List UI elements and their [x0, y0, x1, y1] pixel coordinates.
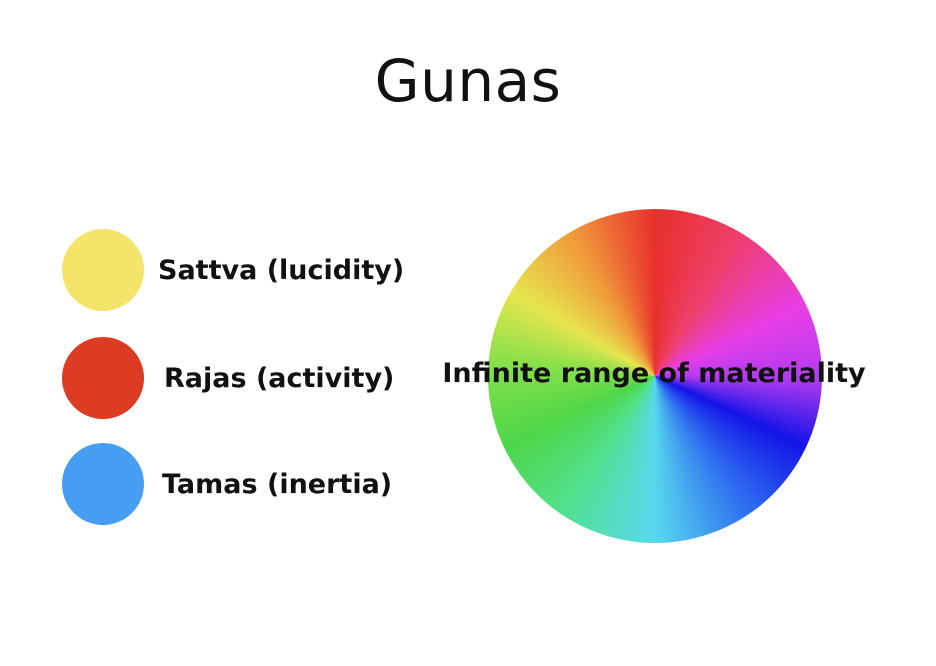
tamas-label: Tamas (inertia) — [162, 468, 393, 500]
rajas-label: Rajas (activity) — [164, 362, 395, 394]
legend-item-sattva: Sattva (lucidity) — [62, 228, 404, 312]
color-wheel — [488, 209, 822, 543]
wheel-label: Infinite range of materiality — [442, 358, 866, 389]
sattva-label: Sattva (lucidity) — [158, 254, 405, 286]
sattva-color-dot — [62, 229, 144, 311]
tamas-color-dot — [62, 443, 144, 525]
legend-item-rajas: Rajas (activity) — [62, 336, 394, 420]
rajas-color-dot — [62, 337, 144, 419]
legend-item-tamas: Tamas (inertia) — [62, 442, 392, 526]
diagram-title: Gunas — [374, 47, 562, 115]
